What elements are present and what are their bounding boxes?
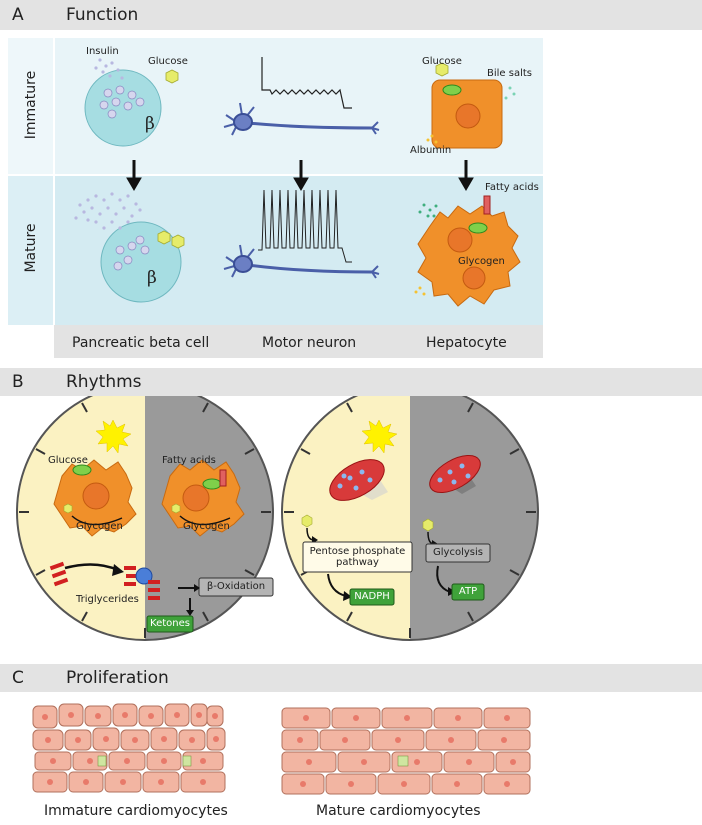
immature-gap-junctions — [97, 755, 192, 767]
albumin-label: Albumin — [410, 145, 452, 156]
neuron-mature — [223, 189, 380, 279]
down-arrow-neuron — [293, 160, 309, 191]
section-b-title: Rhythms — [66, 372, 142, 392]
immature-cardio-nuclei — [42, 712, 219, 785]
glycolysis-box: Glycolysis — [433, 547, 483, 558]
mature-cardio-nuclei — [297, 715, 516, 787]
glucose-label-beta: Glucose — [148, 56, 188, 67]
section-a-title: Function — [66, 5, 139, 25]
bile-salts-label: Bile salts — [487, 68, 532, 79]
glycogen-label-a: Glycogen — [458, 256, 505, 267]
insulin-label: Insulin — [86, 46, 119, 57]
column-label-neuron: Motor neuron — [262, 335, 357, 351]
beta-cell-immature — [84, 58, 179, 147]
glucose-label-b: Glucose — [48, 455, 88, 466]
beta-cell-mature — [74, 192, 185, 303]
ppp-box: Pentose phosphate pathway — [309, 546, 406, 568]
sun-icon-2 — [361, 419, 398, 454]
beta-symbol-top: β — [145, 114, 155, 134]
mature-gap-junctions — [397, 755, 409, 767]
row-label-immature: Immature — [23, 70, 39, 140]
column-label-hepatocyte: Hepatocyte — [426, 335, 507, 351]
beta-oxidation-box: β-Oxidation — [206, 581, 266, 592]
mature-cardio-label: Mature cardiomyocytes — [316, 803, 481, 819]
section-c-title: Proliferation — [66, 668, 169, 688]
down-arrow-hepatocyte — [458, 160, 474, 191]
fatty-acids-label-b: Fatty acids — [162, 455, 216, 466]
sun-icon — [95, 419, 132, 454]
glycogen-label-day: Glycogen — [76, 521, 123, 532]
section-c-letter: C — [12, 668, 24, 688]
beta-symbol-bottom: β — [147, 268, 157, 288]
row-label-mature: Mature — [23, 223, 39, 273]
atp-box: ATP — [458, 586, 478, 597]
row-label-strip-top — [8, 38, 54, 175]
immature-cardiomyocytes-cells — [32, 703, 226, 793]
mature-cardiomyocytes-cells — [281, 707, 531, 795]
glycogen-label-night: Glycogen — [183, 521, 230, 532]
neuron-immature — [223, 57, 380, 136]
hepatocyte-mature — [414, 195, 521, 307]
clock-liver — [16, 383, 274, 641]
row-label-strip-bottom — [8, 175, 54, 325]
section-a-header — [0, 0, 702, 30]
column-label-beta: Pancreatic beta cell — [72, 335, 210, 351]
immature-cardio-label: Immature cardiomyocytes — [44, 803, 228, 819]
hepatocyte-immature — [426, 62, 516, 149]
nadph-box: NADPH — [354, 591, 390, 602]
section-a-letter: A — [12, 5, 24, 25]
columns-footer-bg — [54, 325, 543, 358]
section-c-header — [0, 664, 702, 692]
clock-cell — [281, 383, 539, 641]
section-b-letter: B — [12, 372, 24, 392]
ketones-box: Ketones — [150, 618, 190, 629]
fatty-acids-label-a: Fatty acids — [485, 182, 539, 193]
triglycerides-label: Triglycerides — [76, 594, 139, 605]
down-arrow-beta — [126, 160, 142, 191]
glucose-label-hep: Glucose — [422, 56, 462, 67]
section-b-header — [0, 368, 702, 396]
